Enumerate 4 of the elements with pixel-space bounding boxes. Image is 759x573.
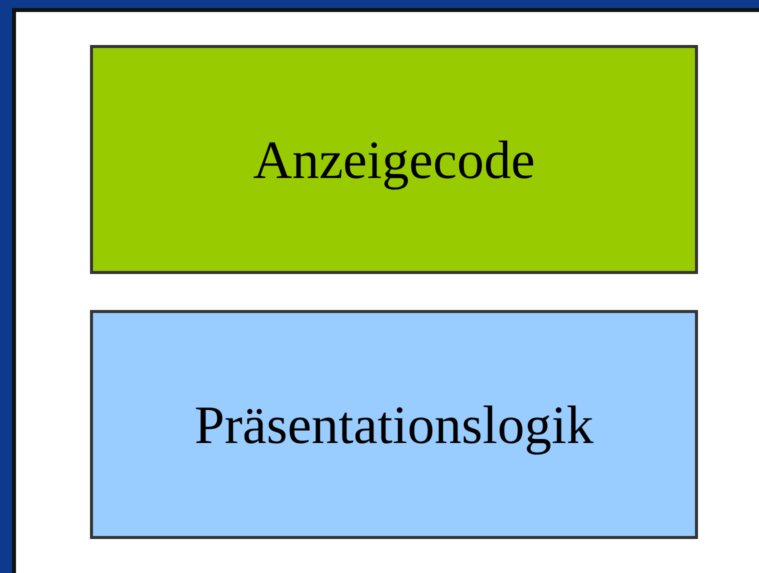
layer-box: [90, 45, 698, 274]
layer-box: [90, 310, 698, 539]
layer-label: Anzeigecode: [253, 128, 535, 190]
layer-label: Präsentationslogik: [194, 394, 594, 456]
